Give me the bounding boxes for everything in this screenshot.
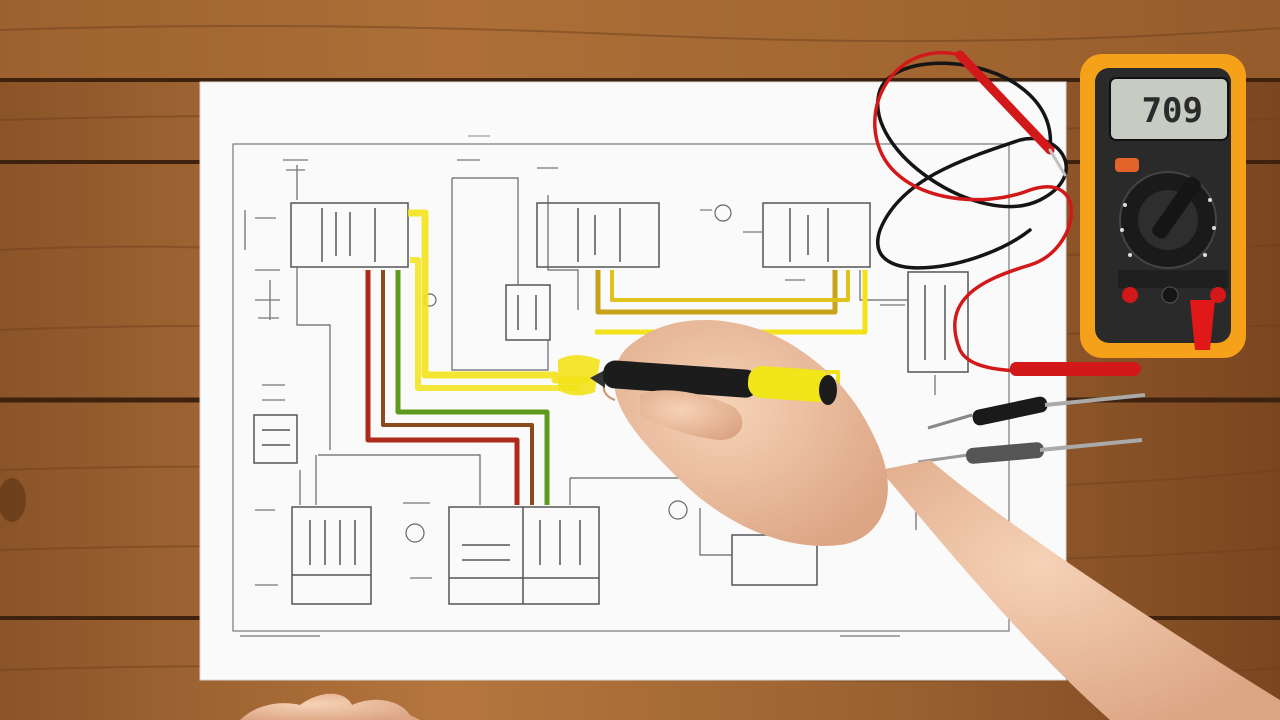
multimeter-display: 709 bbox=[1142, 91, 1203, 131]
circuit-component bbox=[290, 202, 409, 268]
hand-icon bbox=[240, 693, 420, 720]
test-lead bbox=[873, 50, 1142, 376]
finger bbox=[640, 390, 743, 440]
highlighter-marker-icon bbox=[590, 360, 837, 405]
schematic-wires bbox=[244, 165, 936, 556]
circuit-component bbox=[762, 202, 871, 268]
screwdriver-icon bbox=[927, 393, 1146, 430]
schematic-labels bbox=[240, 159, 905, 637]
circuit-component bbox=[448, 506, 600, 605]
multimeter-icon: 709 bbox=[1080, 54, 1246, 358]
circuit-component bbox=[907, 271, 969, 373]
circuit-component bbox=[253, 414, 298, 464]
circuit-component bbox=[505, 284, 551, 341]
circuit-component bbox=[536, 202, 660, 268]
circuit-component bbox=[291, 506, 372, 605]
